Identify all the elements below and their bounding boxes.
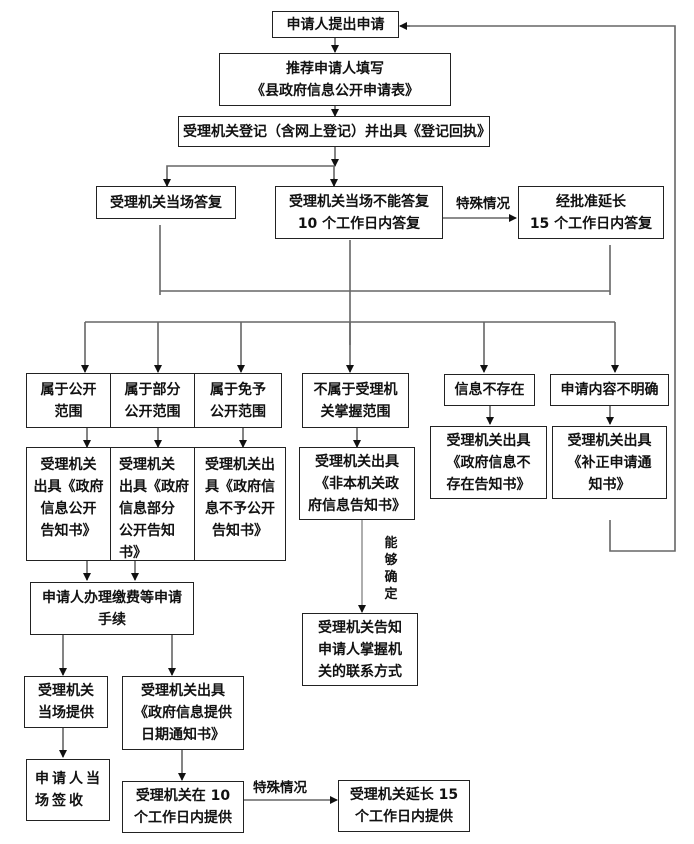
label-can-determine: 能 够 确 定 [384, 536, 398, 602]
node-cat-exempt: 属于免予 公开范围 [194, 373, 282, 428]
node-notice-correct: 受理机关出具 《补正申请通 知书》 [552, 426, 667, 499]
node-provide-15days: 受理机关延长 15 个工作日内提供 [338, 780, 470, 832]
node-provide-onsite: 受理机关 当场提供 [24, 676, 108, 728]
node-notice-exempt: 受理机关出 具《政府信 息不予公开 告知书》 [194, 447, 286, 561]
edge-split-reply [166, 165, 335, 186]
node-fee: 申请人办理缴费等申请 手续 [30, 582, 194, 635]
node-cat-not-exist: 信息不存在 [444, 374, 535, 406]
node-notice-not-held: 受理机关出具 《非本机关政 府信息告知书》 [299, 447, 415, 520]
node-provide-date-notice: 受理机关出具 《政府信息提供 日期通知书》 [122, 676, 244, 750]
node-cat-not-held: 不属于受理机 关掌握范围 [302, 373, 409, 428]
node-reply-10days: 受理机关当场不能答复 10 个工作日内答复 [275, 186, 443, 239]
node-notice-public: 受理机关 出具《政府 信息公开 告知书》 [26, 447, 111, 561]
node-cat-partial: 属于部分 公开范围 [110, 373, 195, 428]
node-cat-public: 属于公开 范围 [26, 373, 111, 428]
node-reply-15days: 经批准延长 15 个工作日内答复 [518, 186, 664, 239]
loopback-line [400, 25, 676, 552]
node-notice-not-exist: 受理机关出具 《政府信息不 存在告知书》 [430, 426, 547, 499]
node-provide-10days: 受理机关在 10 个工作日内提供 [122, 781, 244, 833]
label-special-case-bottom: 特殊情况 [253, 780, 307, 796]
node-inform-contact: 受理机关告知 申请人掌握机 关的联系方式 [302, 613, 418, 686]
node-reply-onsite: 受理机关当场答复 [96, 186, 236, 219]
label-special-case-top: 特殊情况 [456, 196, 510, 212]
node-submit: 申请人提出申请 [272, 11, 399, 38]
node-register: 受理机关登记（含网上登记）并出具《登记回执》 [178, 116, 491, 147]
node-sign-onsite: 申请人当 场签收 [26, 759, 110, 821]
node-notice-partial: 受理机关 出具《政府 信息部分 公开告知 书》 [110, 447, 195, 561]
node-fill-form: 推荐申请人填写 《县政府信息公开申请表》 [219, 53, 451, 106]
node-cat-unclear: 申请内容不明确 [550, 374, 669, 406]
